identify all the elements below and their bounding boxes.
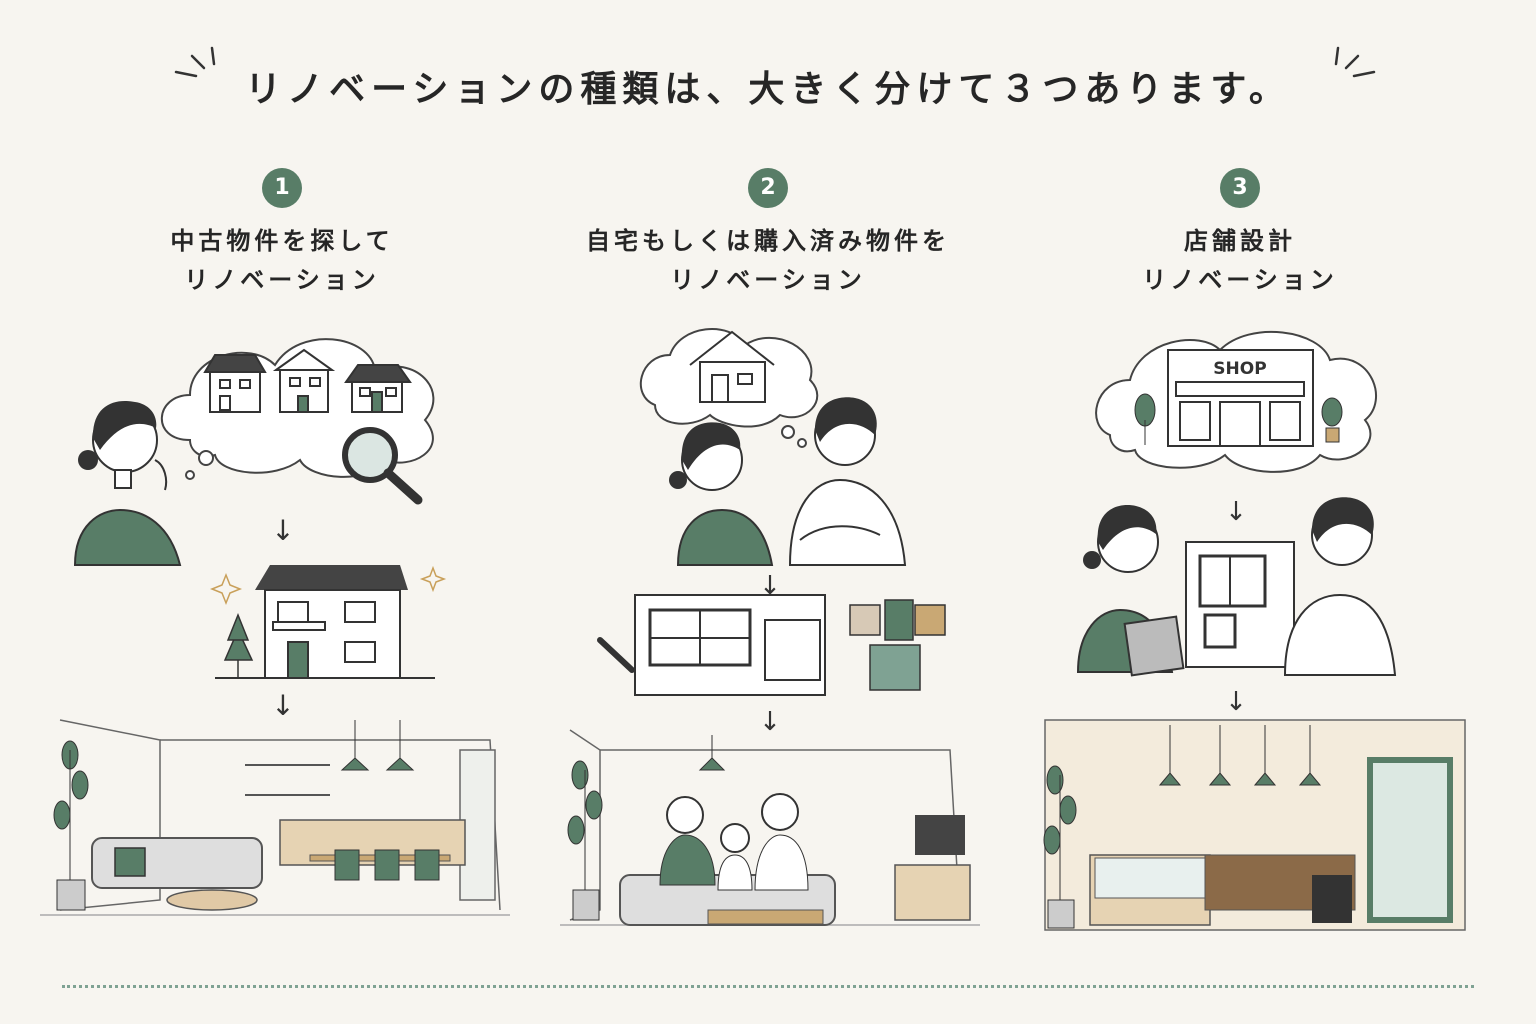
tile-sample-icon xyxy=(849,599,946,691)
type-2-title: 自宅もしくは購入済み物件を リノベーション xyxy=(558,222,978,300)
plant-icon xyxy=(1134,393,1343,445)
house-icon xyxy=(272,348,336,413)
house-icon xyxy=(203,354,267,413)
renovation-type-2: 2 自宅もしくは購入済み物件を リノベーション xyxy=(558,168,978,300)
type-3-title-line1: 店舗設計 xyxy=(1184,227,1296,255)
shop-sign: SHOP xyxy=(1213,359,1266,379)
floor-plan-icon xyxy=(634,594,826,696)
family-living-room xyxy=(560,729,980,926)
woman-thinking xyxy=(73,400,182,566)
down-arrow: ↓ xyxy=(759,707,781,737)
step-badge-1: 1 xyxy=(262,168,302,208)
step-badge-3: 3 xyxy=(1220,168,1260,208)
left-emphasis-lines xyxy=(174,46,216,78)
magnifier-icon xyxy=(342,427,423,505)
down-arrow: ↓ xyxy=(1225,687,1247,717)
dotted-divider xyxy=(62,985,1474,988)
page-title: リノベーションの種類は、大きく分けて３つあります。 xyxy=(245,69,1291,110)
heading-wrap: リノベーションの種類は、大きく分けて３つあります。 xyxy=(0,60,1536,112)
illustration-shop-design: SHOP ↓ ↓ xyxy=(1043,330,1466,931)
down-arrow: ↓ xyxy=(1225,497,1247,527)
pendant-lamp-icon xyxy=(1158,725,1322,786)
type-2-title-line2: リノベーション xyxy=(670,266,866,294)
floor-plan-icon xyxy=(1185,541,1295,668)
pen-icon xyxy=(597,637,635,673)
plant-icon xyxy=(567,760,603,921)
house-icon xyxy=(344,364,412,413)
woman-thinking xyxy=(669,422,774,566)
step-badge-2: 2 xyxy=(748,168,788,208)
bakery-shop-interior xyxy=(1043,719,1466,931)
pendant-lamp-icon xyxy=(340,720,415,771)
type-1-title: 中古物件を探して リノベーション xyxy=(72,222,492,300)
type-1-title-line2: リノベーション xyxy=(184,266,380,294)
type-2-title-line1: 自宅もしくは購入済み物件を xyxy=(586,227,950,255)
down-arrow: ↓ xyxy=(271,689,294,722)
sparkle-icon xyxy=(209,565,447,606)
plant-icon xyxy=(53,740,89,911)
man-thinking xyxy=(788,397,907,566)
renovated-house xyxy=(215,565,435,679)
type-1-title-line1: 中古物件を探して xyxy=(170,227,394,255)
down-arrow: ↓ xyxy=(271,514,294,547)
renovation-type-3: 3 店舗設計 リノベーション xyxy=(1030,168,1450,300)
renovation-type-1: 1 中古物件を探して リノベーション xyxy=(72,168,492,300)
plant-icon xyxy=(223,612,254,678)
woman-presenting xyxy=(1076,505,1185,677)
illustration-own-home-renovation: ↓ ↓ xyxy=(560,328,980,926)
house-icon xyxy=(689,330,775,403)
type-3-title: 店舗設計 リノベーション xyxy=(1030,222,1450,300)
renovated-living-room xyxy=(40,719,510,916)
man-pointing xyxy=(1283,497,1397,676)
down-arrow: ↓ xyxy=(759,571,781,601)
plant-icon xyxy=(1043,765,1077,929)
shop-icon xyxy=(1167,349,1314,447)
clipboard-icon xyxy=(1123,615,1185,677)
pendant-lamp-icon xyxy=(698,735,726,771)
type-3-title-line2: リノベーション xyxy=(1142,266,1338,294)
right-emphasis-lines xyxy=(1334,46,1376,78)
illustration-search-used-property: ↓ ↓ xyxy=(40,338,510,916)
